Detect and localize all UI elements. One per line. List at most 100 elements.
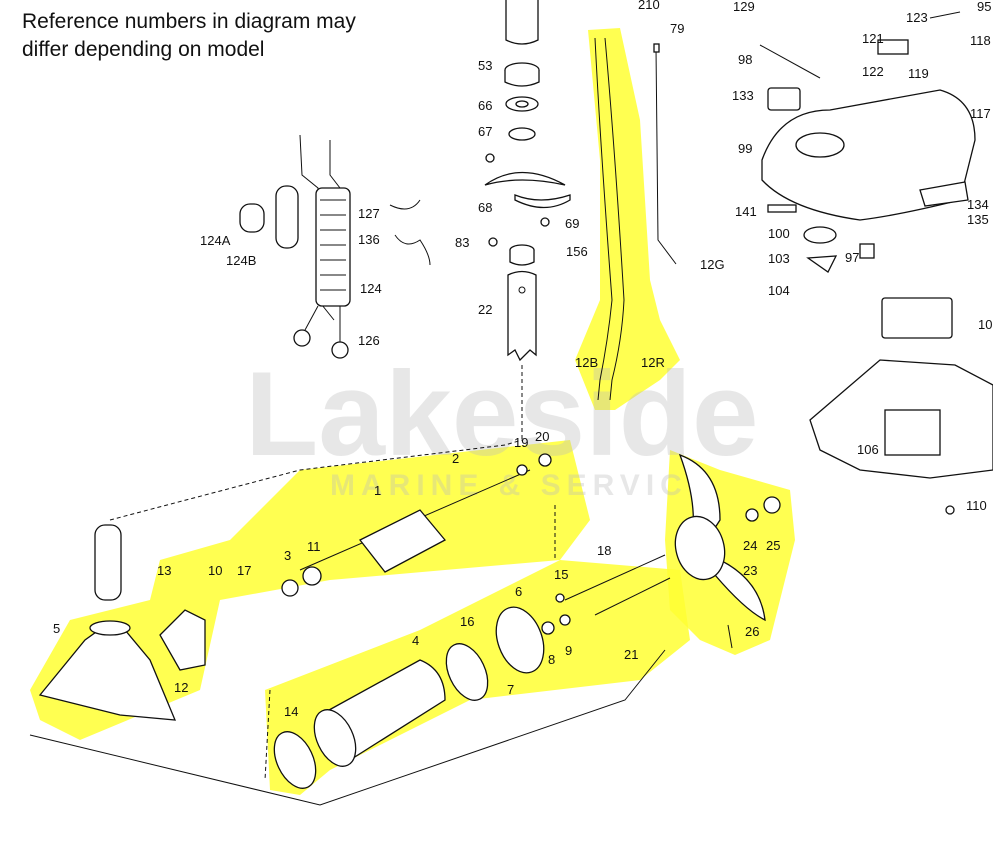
reference-note-line-2: differ depending on model [22, 38, 265, 61]
part-24-washer [745, 508, 759, 522]
part-68-clamp-upper [484, 171, 566, 186]
part-124A-sleeve [239, 203, 265, 233]
part-22-tube [507, 270, 537, 362]
callout-19: 19 [514, 435, 528, 450]
callout-127: 127 [358, 206, 380, 221]
part-123-bolt [929, 11, 961, 19]
shaft-tube [505, 0, 539, 45]
wire-12G [655, 47, 677, 265]
part-126-terminal-2 [331, 341, 349, 359]
lower-leader-1 [109, 439, 523, 521]
screw-icon [485, 153, 495, 163]
part-21-bolt [594, 577, 671, 616]
part-127-clip [389, 199, 421, 210]
callout-20: 20 [535, 429, 549, 444]
part-5-housing-top [89, 620, 131, 636]
highlight-lower-unit [30, 440, 590, 740]
callout-4: 4 [412, 633, 419, 648]
part-15-washer [555, 593, 565, 603]
part-110-screw [945, 505, 955, 515]
callout-69: 69 [565, 216, 579, 231]
callout-12G: 12G [700, 257, 725, 272]
part-133-switch [767, 87, 801, 111]
callout-110: 110 [966, 498, 987, 513]
part-4-can-opening [313, 709, 357, 767]
callout-122: 122 [862, 64, 884, 79]
part-99-socket [795, 132, 845, 158]
part-126-terminal-1 [293, 329, 311, 347]
part-23-prop-hub [674, 515, 726, 581]
callout-124A: 124A [200, 233, 231, 248]
wire-12G-connector [653, 43, 660, 53]
part-53-body [504, 70, 540, 87]
part-22-hole [518, 286, 526, 294]
highlight-wire-harness [575, 28, 680, 410]
callout-8: 8 [548, 652, 555, 667]
callout-83: 83 [455, 235, 469, 250]
part-8-bearing [541, 621, 555, 635]
callout-126: 126 [358, 333, 380, 348]
power-cable-coil [239, 134, 431, 359]
foot-pedal [809, 297, 993, 515]
callout-21: 21 [624, 647, 638, 662]
cable-lead-1 [299, 134, 335, 321]
callout-10x: 10 [978, 317, 992, 332]
part-136-wire [394, 234, 431, 266]
part-1-armature-core [358, 509, 447, 573]
part-14-o-ring [273, 731, 317, 789]
part-83-screw [488, 237, 498, 247]
wire-12R [604, 37, 625, 401]
callout-100: 100 [768, 226, 790, 241]
part-124B-sleeve [275, 185, 299, 249]
watermark-brand: Lakeside [245, 347, 759, 481]
callout-67: 67 [478, 124, 492, 139]
callout-53: 53 [478, 58, 492, 73]
part-6-end-cap [495, 606, 545, 674]
gear-tube [94, 524, 122, 601]
part-97-pad [859, 243, 875, 259]
callout-23: 23 [743, 563, 757, 578]
reference-note-line-1: Reference numbers in diagram may [22, 10, 356, 33]
callout-10: 10 [208, 563, 222, 578]
callout-9: 9 [565, 643, 572, 658]
part-98-rod [759, 44, 821, 79]
pedal-switch-box [881, 297, 953, 339]
part-11-bearing [302, 566, 322, 586]
callout-98: 98 [738, 52, 752, 67]
callout-99: 99 [738, 141, 752, 156]
part-68-clamp-lower [514, 194, 571, 209]
callout-210: 210 [638, 0, 660, 12]
part-134-cover [919, 181, 969, 207]
callout-119: 119 [908, 66, 929, 81]
lower-leader-2 [264, 505, 556, 781]
callout-6: 6 [515, 584, 522, 599]
callout-106: 106 [857, 442, 879, 457]
callout-156: 156 [566, 244, 588, 259]
callout-11: 11 [307, 539, 321, 554]
callout-5: 5 [53, 621, 60, 636]
callout-141: 141 [735, 204, 757, 219]
callout-134: 134 [967, 197, 989, 212]
part-106-cutout [884, 409, 941, 456]
part-66-hole [515, 100, 529, 108]
callout-3: 3 [284, 548, 291, 563]
part-100-gear [803, 226, 837, 244]
callout-2: 2 [452, 451, 459, 466]
part-20-washer [538, 453, 552, 467]
callout-25: 25 [766, 538, 780, 553]
callout-13: 13 [157, 563, 171, 578]
callout-24: 24 [743, 538, 757, 553]
callout-12R: 12R [641, 355, 665, 370]
part-26-pin [727, 624, 733, 649]
callout-79: 79 [670, 21, 684, 36]
part-9-washer [559, 614, 571, 626]
callout-103: 103 [768, 251, 790, 266]
callout-97: 97 [845, 250, 859, 265]
callout-124B: 124B [226, 253, 256, 268]
callout-16: 16 [460, 614, 474, 629]
callout-123: 123 [906, 10, 928, 25]
callout-66: 66 [478, 98, 492, 113]
part-121-bracket [877, 39, 909, 55]
wire-harness [594, 37, 677, 401]
part-67-bushing [508, 127, 536, 141]
